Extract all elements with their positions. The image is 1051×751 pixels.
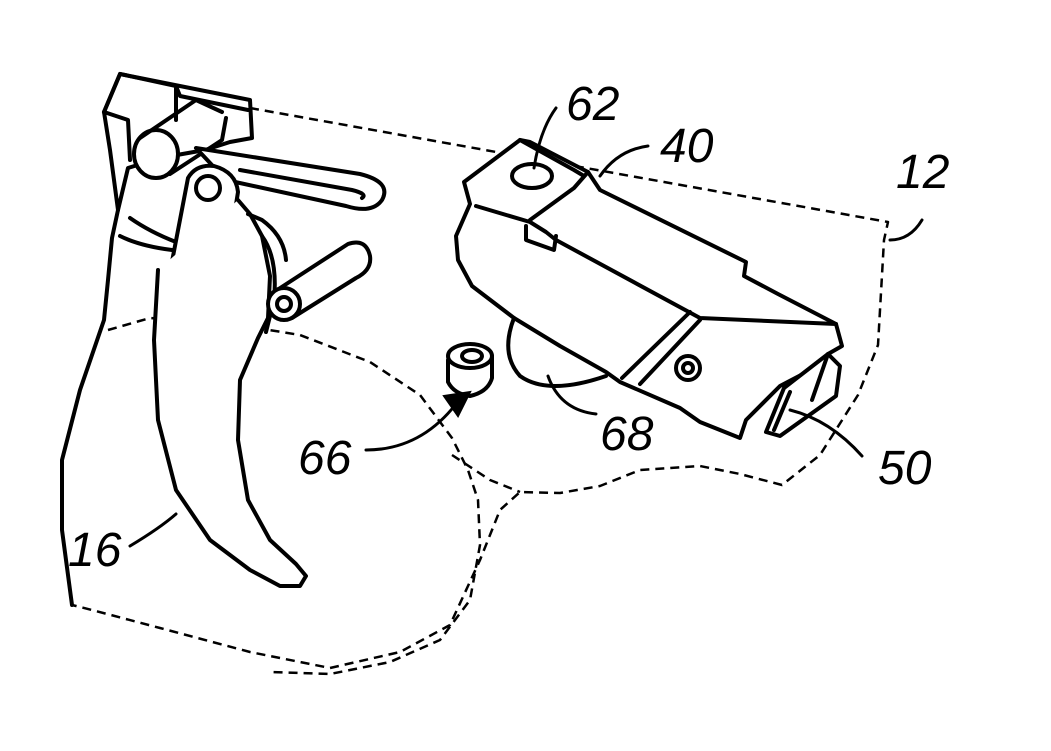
nut-top: [448, 344, 492, 368]
side-bore: [676, 356, 700, 380]
label-62: 62: [566, 78, 619, 131]
label-16: 16: [68, 524, 122, 577]
link-pin-upper: [196, 176, 220, 200]
leader-12: [890, 220, 922, 240]
right-pin-end: [268, 288, 300, 320]
label-12: 12: [896, 146, 949, 199]
bore-hole-top: [512, 164, 552, 188]
label-40: 40: [660, 120, 714, 173]
spring-wire: [120, 218, 176, 250]
label-50: 50: [878, 442, 932, 495]
label-66: 66: [298, 432, 352, 485]
trigger-blade: [154, 200, 306, 586]
label-68: 68: [600, 408, 654, 461]
leader-16: [130, 514, 176, 546]
nut-part: [448, 344, 492, 396]
